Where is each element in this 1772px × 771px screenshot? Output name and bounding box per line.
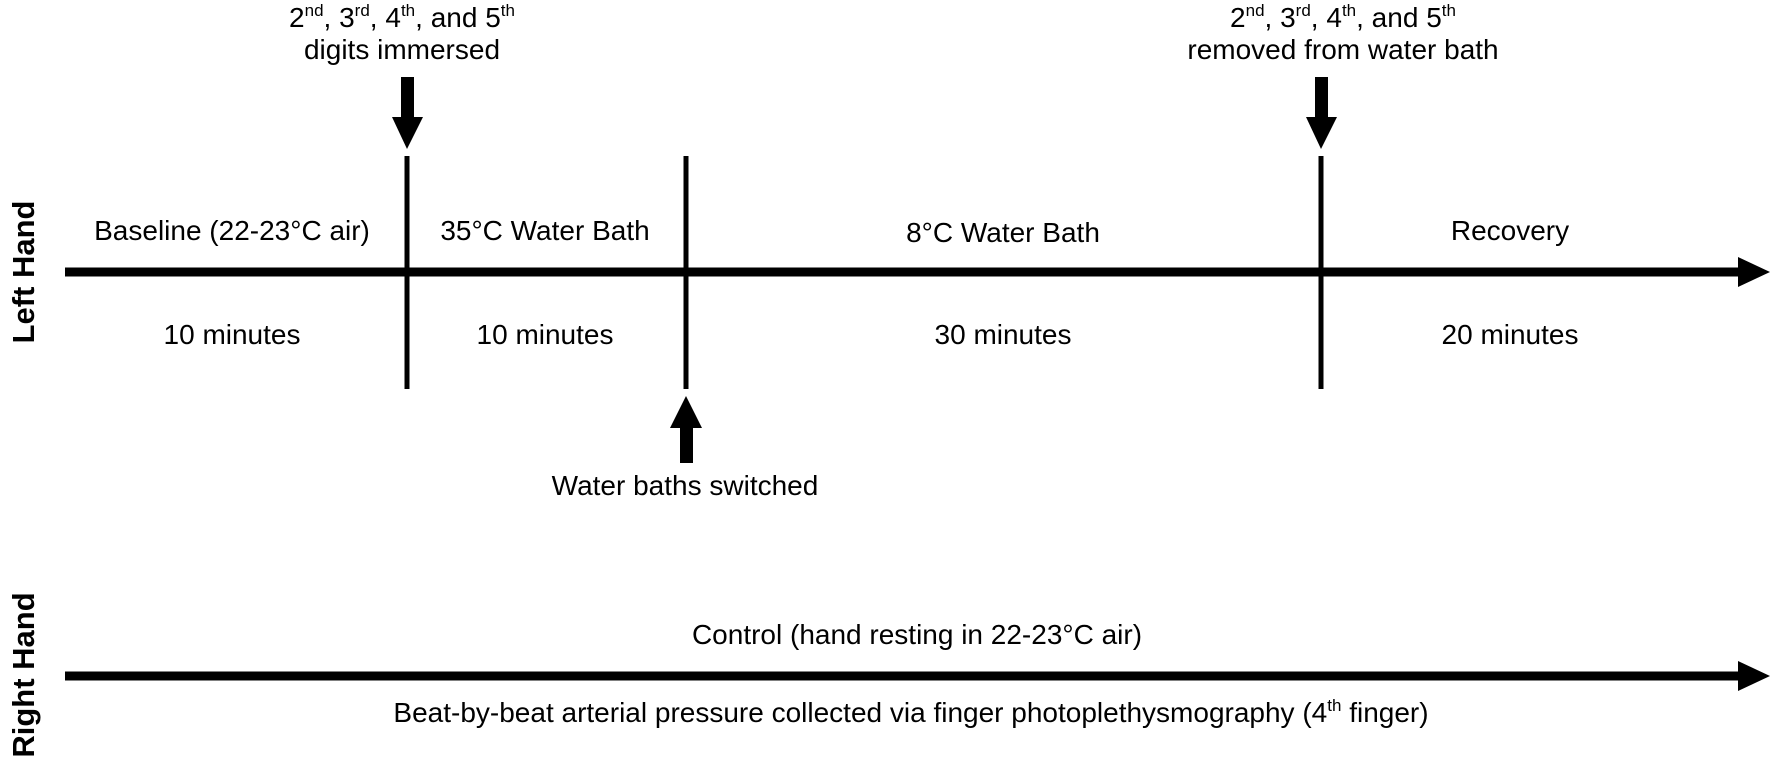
phase-duration-baseline: 10 minutes — [163, 319, 301, 350]
phase-name-baseline: Baseline (22-23°C air) — [94, 215, 370, 246]
removed-event-label: 2nd, 3rd, 4th, and 5th removed from wate… — [1187, 2, 1498, 66]
phase-duration-35c: 10 minutes — [476, 319, 614, 350]
removed-digits-line: 2nd, 3rd, 4th, and 5th — [1230, 0, 1456, 33]
left-hand-label: Left Hand — [6, 200, 41, 344]
phase-name-8c: 8°C Water Bath — [906, 217, 1100, 248]
immersed-down-arrow — [392, 77, 423, 149]
switched-up-arrow — [670, 396, 702, 463]
right-hand-timeline-arrowhead — [1738, 661, 1770, 691]
phase-duration-recovery: 20 minutes — [1441, 319, 1579, 350]
immersed-digits-line: 2nd, 3rd, 4th, and 5th — [289, 0, 515, 33]
phase-name-35c: 35°C Water Bath — [440, 215, 650, 246]
switched-event-label: Water baths switched — [551, 470, 819, 501]
phase-name-recovery: Recovery — [1450, 215, 1570, 246]
right-hand-label: Right Hand — [6, 592, 41, 758]
removed-down-arrow — [1306, 77, 1337, 149]
immersed-event-label: 2nd, 3rd, 4th, and 5th digits immersed — [289, 2, 515, 66]
right-hand-measurement-label: Beat-by-beat arterial pressure collected… — [393, 695, 1429, 728]
phase-duration-8c: 30 minutes — [934, 319, 1072, 350]
right-hand-control-label: Control (hand resting in 22-23°C air) — [691, 619, 1143, 650]
left-hand-timeline-arrowhead — [1738, 257, 1770, 287]
removed-text: removed from water bath — [1187, 34, 1499, 65]
immersed-text: digits immersed — [303, 34, 501, 65]
